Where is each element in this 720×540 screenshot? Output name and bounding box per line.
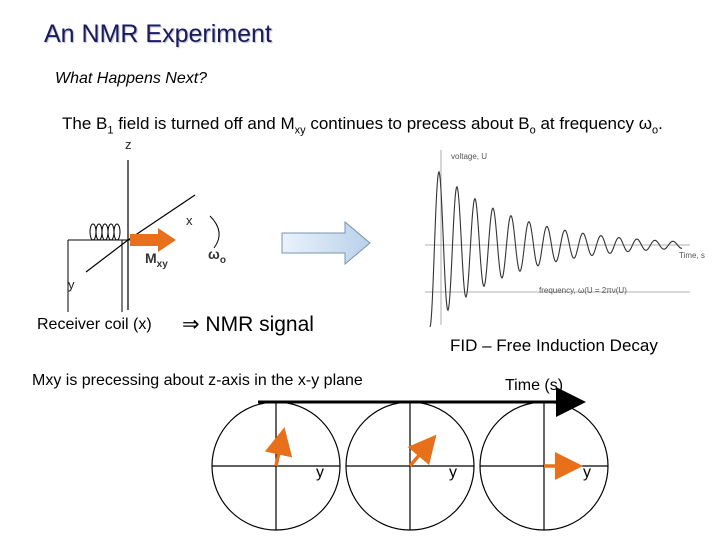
desc-sub-2: xy [294, 124, 306, 137]
fid-frequency-label: frequency, ω(U = 2πν(U) [539, 286, 627, 295]
slide-description: The B1 field is turned off and Mxy conti… [62, 114, 663, 136]
desc-part-1: The B [62, 114, 108, 133]
slide-subtitle: What Happens Next? [55, 70, 208, 87]
fid-time-label: Time, s [679, 251, 705, 260]
circle-1-y-label: y [316, 464, 324, 481]
y-axis [85, 239, 129, 273]
desc-sub-1: 1 [107, 124, 114, 137]
precession-caption: Mxy is precessing about z-axis in the x-… [32, 372, 363, 389]
mxy-sub: xy [156, 258, 168, 270]
precession-vectors [264, 427, 583, 480]
desc-part-3: continues to precess about B [305, 114, 530, 133]
rotation-arc [209, 215, 220, 249]
omega-symbol: ω [638, 114, 653, 133]
mxy-main: M [145, 250, 157, 266]
fid-voltage-label: voltage, U [451, 152, 488, 161]
desc-sub-3: o [529, 124, 536, 137]
y-axis-label: y [68, 277, 75, 292]
receiver-coil-label: Receiver coil (x) [37, 316, 152, 333]
nmr-signal-label: ⇒ NMR signal [182, 313, 314, 336]
mxy-vector [130, 228, 176, 252]
big-arrow [281, 220, 371, 266]
slide-title: An NMR Experiment [44, 20, 272, 48]
circle-3-y-label: y [583, 464, 591, 481]
x-axis-label: x [186, 213, 193, 228]
circle-2-y-label: y [449, 464, 457, 481]
desc-part-2: field is turned off and M [113, 114, 295, 133]
coordinate-axes [85, 160, 196, 310]
z-axis-label: z [125, 137, 132, 152]
fid-caption: FID – Free Induction Decay [450, 336, 658, 355]
omega-label: ωo [208, 246, 226, 266]
precession-vector-1 [264, 427, 293, 467]
precession-vector-2 [407, 434, 437, 468]
mxy-label: Mxy [145, 250, 168, 270]
omega-main: ω [208, 246, 220, 262]
desc-part-5: . [658, 114, 663, 133]
time-label: Time (s) [505, 377, 564, 394]
fid-curve [429, 170, 682, 328]
omega-sub: o [219, 254, 226, 266]
desc-sub-4: o [652, 124, 659, 137]
fid-axes [425, 150, 690, 325]
desc-part-4: at frequency [535, 114, 639, 133]
x-axis [127, 194, 196, 241]
